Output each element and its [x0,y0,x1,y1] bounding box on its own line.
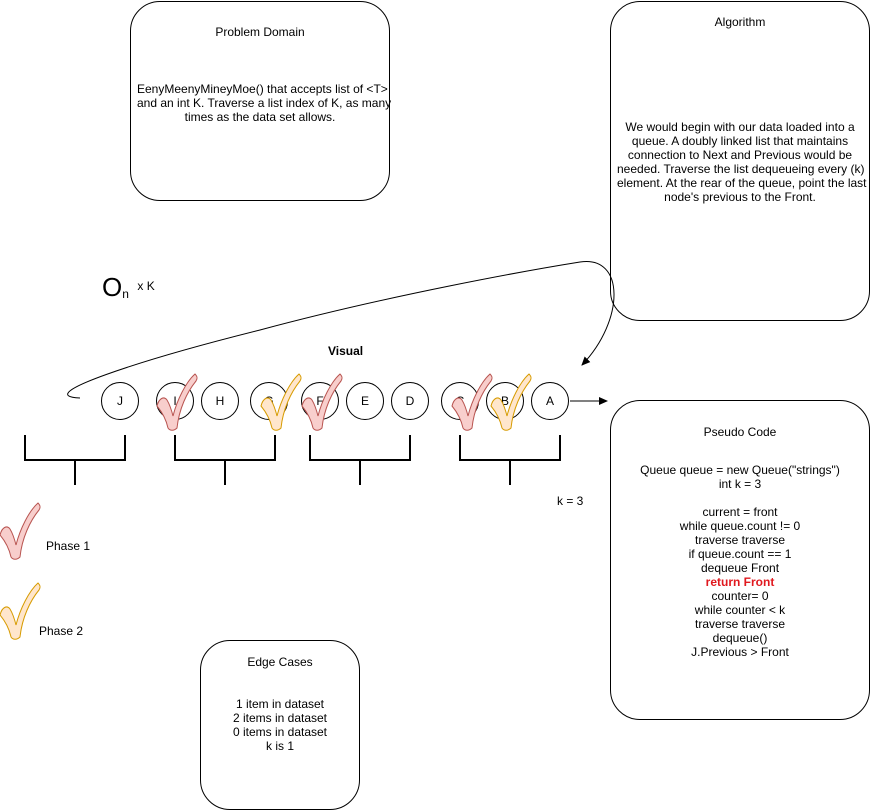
edge-cases-box: Edge Cases 1 item in dataset 2 items in … [200,640,360,810]
algorithm-line: needed. Traverse the list dequeueing eve… [617,162,865,176]
queue-node-h: H [201,382,239,420]
complexity-label: On x K [102,272,155,303]
pseudo-code-line: int k = 3 [718,477,762,491]
algorithm-box: Algorithm We would begin with our data l… [610,1,870,321]
legend-phase2-check-icon [0,582,41,640]
algorithm-line: We would begin with our data loaded into… [625,120,855,134]
visual-label: Visual [328,344,364,358]
legend-phase1-label: Phase 1 [46,539,91,553]
algorithm-line: element. At the rear of the queue, point… [617,176,867,190]
algorithm-line: node's previous to the Front. [664,190,816,204]
complexity-subscript: n [122,287,129,301]
k-value-label: k = 3 [557,494,584,508]
phase2-check-g-icon [260,373,302,431]
pseudo-code-line: counter= 0 [711,589,769,603]
pseudo-code-line: dequeue Front [700,561,780,575]
pseudo-code-line: current = front [702,505,778,519]
algorithm-line: connection to Next and Previous would be [627,148,853,162]
problem-domain-line: times as the data set allows. [184,110,336,124]
pseudo-code-line: J.Previous > Front [691,645,789,659]
wrap-around-arrow [67,261,615,399]
complexity-big-o: O [102,272,123,302]
group-brackets [24,435,561,485]
edge-case-line: 1 item in dataset [235,697,325,711]
problem-domain-line: and an int K. Traverse a list index of K… [137,96,392,110]
pseudo-code-box: Pseudo Code Queue queue = new Queue("str… [610,400,870,720]
pseudo-code-text: Queue queue = new Queue("strings")int k … [617,463,863,659]
pseudo-code-line: return Front [705,575,775,589]
edge-case-line: k is 1 [265,739,294,753]
pseudo-code-line: traverse traverse [694,617,786,631]
problem-domain-line: EenyMeenyMineyMoe() that accepts list of… [137,82,388,96]
phase2-check-b-icon [490,373,532,431]
pseudo-code-line: while counter < k [694,603,786,617]
edge-cases-text: 1 item in dataset 2 items in dataset 0 i… [207,697,353,753]
queue-node-d: D [391,382,429,420]
legend-phase2-label: Phase 2 [39,624,84,638]
phase1-check-i-icon [156,373,198,431]
pseudo-code-line: dequeue() [712,631,768,645]
complexity-factor: x K [137,279,155,293]
phase1-check-f-icon [301,373,343,431]
queue-node-a: A [531,382,569,420]
problem-domain-text: EenyMeenyMineyMoe() that accepts list of… [137,82,392,124]
problem-domain-title: Problem Domain [215,25,305,39]
pseudo-code-line [617,491,863,505]
pseudo-code-line: Queue queue = new Queue("strings") [640,463,840,477]
edge-case-line: 0 items in dataset [232,725,328,739]
phase1-check-c-icon [451,373,493,431]
algorithm-title: Algorithm [714,15,766,29]
pseudo-code-title: Pseudo Code [703,425,777,439]
queue-node-e: E [346,382,384,420]
problem-domain-box: Problem Domain EenyMeenyMineyMoe() that … [130,1,392,201]
algorithm-line: queue. A doubly linked list that maintai… [631,134,849,148]
edge-case-line: 2 items in dataset [232,711,328,725]
algorithm-text: We would begin with our data loaded into… [617,120,867,204]
queue-node-j: J [101,382,139,420]
edge-cases-title: Edge Cases [247,655,313,669]
legend-phase1-check-icon [0,502,41,560]
pseudo-code-line: traverse traverse [694,533,786,547]
pseudo-code-line: if queue.count == 1 [688,547,792,561]
pseudo-code-line: while queue.count != 0 [679,519,801,533]
